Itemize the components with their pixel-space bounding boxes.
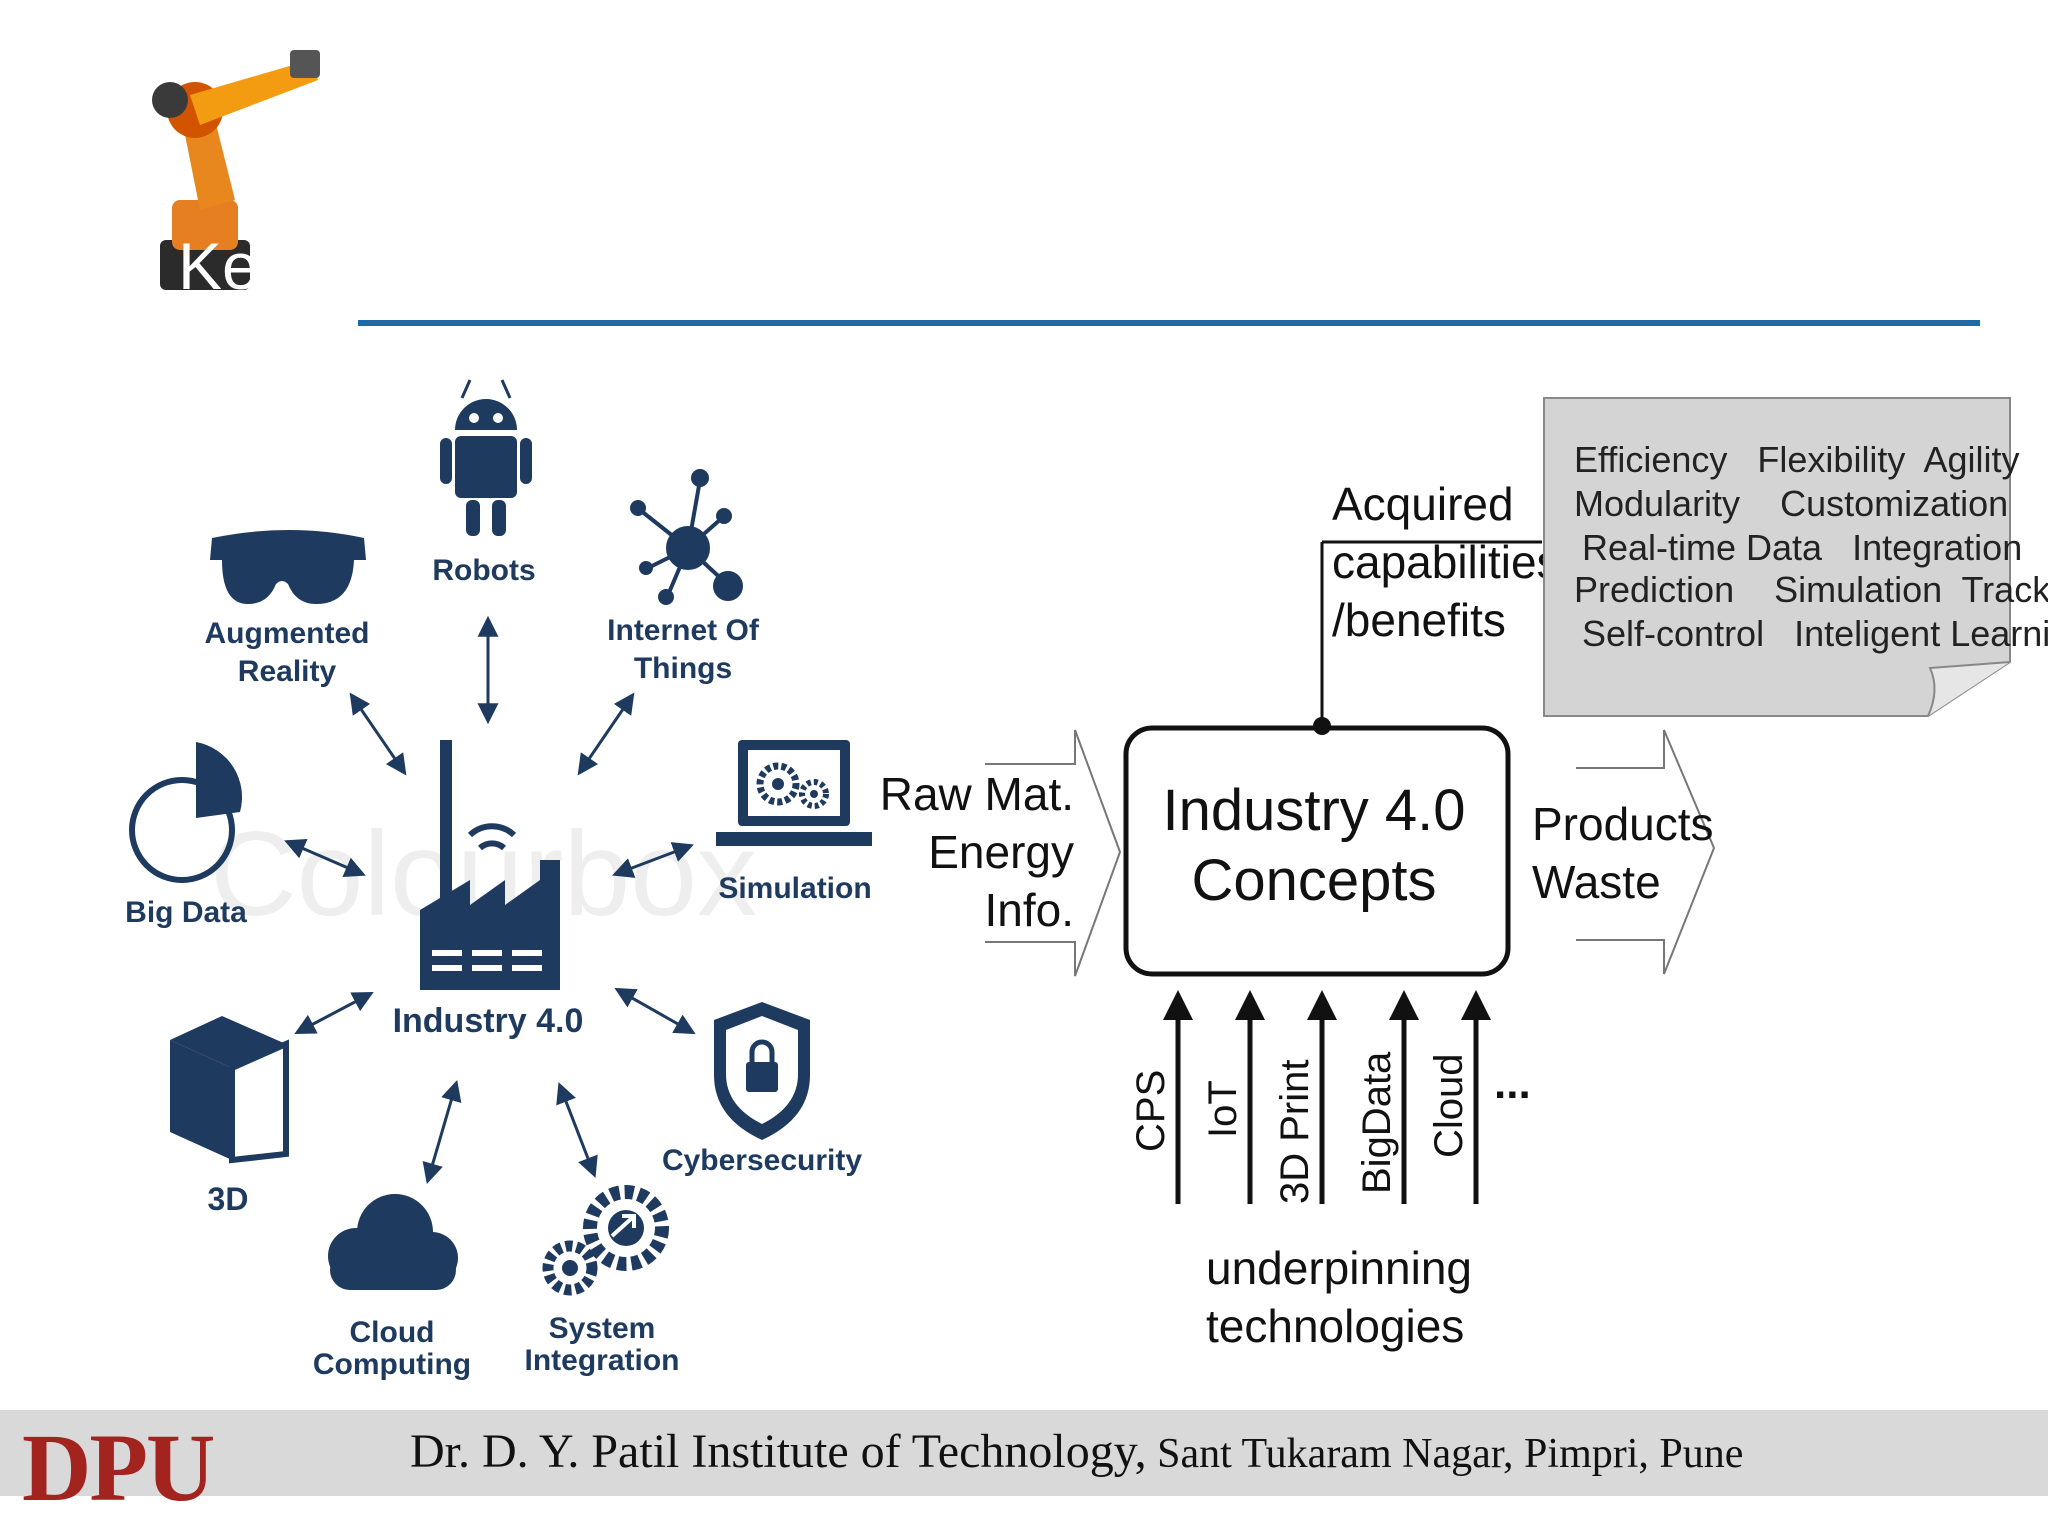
benefits-line1: Efficiency Flexibility Agility — [1574, 439, 2019, 480]
laptop-gears-icon — [716, 740, 872, 846]
arrow-iot — [577, 692, 635, 776]
output-line1: Products — [1532, 798, 1714, 850]
tech-bigdata: BigData — [1355, 1051, 1399, 1194]
input-line1: Raw Mat. — [880, 768, 1074, 820]
input-line3: Info. — [984, 884, 1074, 936]
shield-lock-icon — [714, 1002, 810, 1140]
node-label-iot-line2: Things — [634, 652, 732, 685]
pie-chart-icon — [129, 742, 243, 883]
arrow-cloud — [422, 1079, 462, 1185]
cube-icon — [170, 1016, 289, 1164]
input-arrow — [985, 729, 1122, 977]
arrow-integration — [556, 1082, 598, 1178]
factory-icon — [420, 740, 560, 990]
gears-icon — [542, 1185, 669, 1296]
tech-3d-print: 3D Print — [1273, 1060, 1317, 1205]
title-rule — [358, 320, 1980, 326]
center-label: Industry 4.0 — [393, 1002, 584, 1040]
benefits-box-fold — [1927, 661, 2011, 717]
arrow-3d — [294, 992, 374, 1034]
arrow-simulation — [612, 842, 694, 878]
benefits-line3: Real-time Data Integration — [1582, 527, 2022, 568]
vr-goggles-icon — [210, 530, 366, 604]
footer-text: Dr. D. Y. Patil Institute of Technology,… — [410, 1424, 1743, 1479]
underpinning-line2: technologies — [1206, 1300, 1464, 1352]
benefits-line5: Self-control Inteligent Learning — [1582, 613, 2048, 654]
node-label-iot-line1: Internet Of — [607, 614, 760, 647]
robot-arm-image — [152, 50, 320, 290]
input-line2: Energy — [928, 826, 1074, 878]
concepts-line2: Concepts — [1191, 848, 1436, 913]
node-label-simulation: Simulation — [718, 872, 871, 905]
arrow-bigdata — [284, 839, 366, 877]
slide-title: Ke — [178, 229, 259, 303]
dpu-logo: DPU — [22, 1414, 215, 1521]
benefits-line2: Modularity Customization — [1574, 483, 2008, 524]
cloud-icon — [328, 1194, 458, 1290]
node-label-robots: Robots — [432, 554, 535, 587]
node-label-cybersecurity: Cybersecurity — [662, 1144, 862, 1177]
tech-iot: IoT — [1201, 1080, 1245, 1138]
tech-more: ... — [1494, 1059, 1531, 1108]
institute-name: Dr. D. Y. Patil Institute of Technology, — [410, 1425, 1147, 1478]
node-label-ar-line2: Reality — [238, 655, 337, 688]
output-line2: Waste — [1532, 856, 1661, 908]
iot-network-icon — [630, 469, 743, 605]
robot-icon — [440, 379, 532, 536]
spoke-arrows — [284, 615, 696, 1185]
institute-address: Sant Tukaram Nagar, Pimpri, Pune — [1146, 1431, 1744, 1477]
output-arrow — [1576, 729, 1716, 975]
tech-cps: CPS — [1129, 1070, 1173, 1152]
arrow-ar — [349, 692, 407, 776]
connector-dot — [1313, 717, 1331, 735]
benefits-line4: Prediction Simulation Tracking — [1574, 569, 2048, 610]
capabilities-line1: Acquired — [1332, 478, 1514, 530]
node-label-ar-line1: Augmented — [205, 617, 370, 650]
node-label-cloud-line1: Cloud — [350, 1316, 435, 1349]
node-label-3d: 3D — [208, 1181, 249, 1217]
capabilities-line3: /benefits — [1332, 594, 1506, 646]
node-label-integration-line2: Integration — [525, 1344, 680, 1377]
footer-bar — [0, 1410, 2048, 1496]
node-label-integration-line1: System — [549, 1312, 656, 1345]
technology-arrows — [1163, 990, 1491, 1204]
node-label-bigdata: Big Data — [125, 896, 247, 929]
arrow-cybersecurity — [614, 987, 696, 1035]
underpinning-line1: underpinning — [1206, 1242, 1472, 1294]
node-label-cloud-line2: Computing — [313, 1348, 471, 1381]
tech-cloud: Cloud — [1427, 1053, 1471, 1158]
capabilities-line2: capabilities — [1332, 536, 1560, 588]
concepts-line1: Industry 4.0 — [1162, 778, 1465, 843]
